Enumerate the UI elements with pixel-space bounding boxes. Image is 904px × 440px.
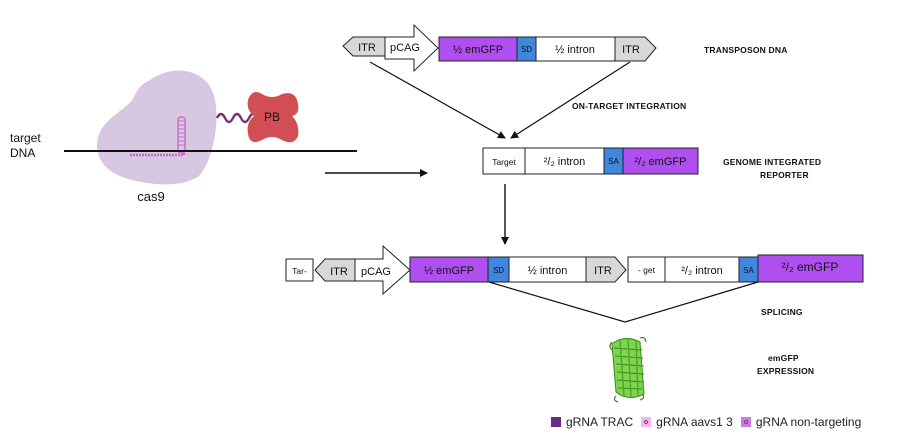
reporter-gfp-label: ²/₂ emGFP <box>635 156 687 168</box>
legend-swatch-nontargeting <box>740 417 751 427</box>
integration-arrow-left <box>369 61 506 139</box>
on-target-integration-label: ON-TARGET INTEGRATION <box>572 101 686 111</box>
legend: gRNA TRAC gRNA aavs1 3 gRNA non-targetin… <box>551 412 861 432</box>
half-emgfp-box <box>438 36 518 62</box>
itr-left-label: ITR <box>358 42 376 54</box>
reporter-target-label: Target <box>492 157 516 167</box>
legend-item-nontargeting: gRNA non-targeting <box>740 415 862 429</box>
tar-label: Tar- <box>292 266 307 276</box>
int-pcag-label: pCAG <box>361 266 391 278</box>
itr-right-shape <box>614 36 657 62</box>
half-intron-label: ½ intron <box>555 44 595 56</box>
int-intron2-box <box>664 256 740 283</box>
itr-right-label: ITR <box>622 44 640 56</box>
expression-label-line1: emGFP <box>768 353 799 363</box>
half-emgfp-label: ½ emGFP <box>453 44 503 56</box>
int-half-intron-label: ½ intron <box>528 265 568 277</box>
pb-label: PB <box>264 110 280 124</box>
int-sa-label: SA <box>743 266 754 275</box>
reporter-label-line2: REPORTER <box>760 170 809 180</box>
int-intron2-label: ²/₂ intron <box>681 265 723 277</box>
pcag-label: pCAG <box>390 42 420 54</box>
int-gfp2-box <box>757 254 864 283</box>
legend-item-trac: gRNA TRAC <box>551 415 633 429</box>
legend-label-nontargeting: gRNA non-targeting <box>755 415 862 429</box>
linker-wave-icon <box>215 112 259 124</box>
legend-swatch-trac <box>551 417 561 427</box>
reporter-gfp-box <box>622 147 699 175</box>
integrated-construct: Tar- ITR pCAG ½ emGFP SD ½ intron ITR - … <box>285 244 864 296</box>
piggybac-transposase-icon <box>247 92 299 143</box>
cas9-label: cas9 <box>137 189 164 204</box>
legend-label-aavs1: gRNA aavs1 3 <box>656 415 733 429</box>
int-gfp2-label: ²/₂ emGFP <box>782 260 839 274</box>
legend-label-trac: gRNA TRAC <box>566 415 634 429</box>
sd-label: SD <box>521 45 532 54</box>
tar-box <box>285 258 314 282</box>
gfp-barrel-icon <box>609 336 647 403</box>
expression-label-line2: EXPRESSION <box>757 366 814 376</box>
splicing-lines <box>488 281 759 323</box>
half-intron-box <box>535 36 616 62</box>
legend-swatch-aavs1 <box>641 417 652 427</box>
int-half-emgfp-label: ½ emGFP <box>424 265 474 277</box>
reporter-label-line1: GENOME INTEGRATED <box>723 157 821 167</box>
int-itr-right-label: ITR <box>594 265 612 277</box>
int-pcag-arrow <box>354 244 411 296</box>
cas9-blob-icon <box>97 70 217 185</box>
pcag-promoter-arrow <box>384 23 439 73</box>
grna-hairpin-icon <box>130 116 186 157</box>
target-dna-label-line1: target <box>10 131 41 145</box>
cas9-complex: PB <box>97 70 299 185</box>
transposon-dna-label: TRANSPOSON DNA <box>704 45 788 55</box>
int-itr-left-label: ITR <box>330 266 348 278</box>
reporter-intron-label: ²/₂ intron <box>544 156 586 168</box>
int-get-box <box>627 256 666 283</box>
target-dna-label-line2: DNA <box>10 146 35 160</box>
transposon-construct: ITR pCAG ½ emGFP SD ½ intron ITR <box>342 23 657 73</box>
legend-item-aavs1: gRNA aavs1 3 <box>641 415 733 429</box>
int-itr-right-shape <box>585 256 627 283</box>
int-half-intron-box <box>508 256 587 283</box>
int-sd-label: SD <box>493 266 504 275</box>
reporter-sa-label: SA <box>608 157 619 166</box>
int-get-label: - get <box>638 265 656 275</box>
integration-arrow-right <box>510 61 631 139</box>
reporter-construct: Target ²/₂ intron SA ²/₂ emGFP <box>482 147 699 175</box>
splicing-label: SPLICING <box>761 307 803 317</box>
